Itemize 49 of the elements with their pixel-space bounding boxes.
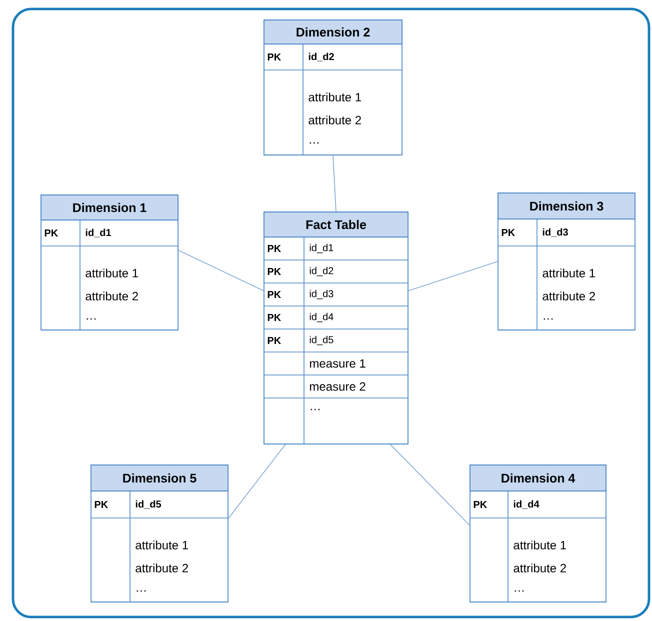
connector-line — [178, 250, 264, 292]
column-name: id_d5 — [136, 500, 162, 509]
column-name: id_d1 — [86, 228, 112, 238]
key-label: PK — [44, 230, 58, 236]
key-label: PK — [268, 337, 281, 344]
column-name: … — [514, 590, 524, 592]
key-label: PK — [268, 245, 281, 252]
column-name: attribute 1 — [514, 540, 566, 550]
column-name: id_d5 — [310, 336, 334, 346]
column-name: … — [544, 318, 553, 320]
column-name: measure 1 — [310, 359, 366, 368]
key-label: PK — [268, 314, 281, 321]
column-name: id_d2 — [308, 52, 334, 62]
column-name: attribute 2 — [514, 564, 566, 572]
connector-line — [332, 155, 336, 212]
column-name: attribute 2 — [136, 564, 188, 572]
column-name: attribute 2 — [542, 292, 595, 300]
key-label: PK — [268, 268, 281, 275]
column-name: … — [86, 318, 96, 320]
column-name: … — [310, 142, 319, 144]
key-label: PK — [502, 229, 516, 236]
column-name: id_d2 — [310, 266, 334, 276]
column-name: … — [310, 408, 320, 410]
column-name: … — [136, 590, 146, 592]
column-name: id_d4 — [310, 312, 334, 322]
key-label: PK — [268, 291, 281, 298]
column-name: attribute 1 — [542, 268, 595, 278]
table-header: Dimension 5 — [90, 464, 228, 492]
column-name: attribute 1 — [308, 92, 361, 102]
column-name: id_d3 — [310, 290, 334, 300]
connector-line — [228, 444, 286, 519]
column-name: attribute 2 — [86, 292, 138, 300]
column-name: measure 2 — [310, 382, 366, 391]
column-name: attribute 2 — [308, 116, 361, 124]
column-name: attribute 1 — [136, 540, 188, 550]
connector-line — [390, 444, 470, 526]
table-header: Dimension 1 — [40, 194, 178, 220]
connector-line — [408, 261, 498, 292]
column-name: attribute 1 — [86, 268, 138, 278]
key-label: PK — [474, 501, 488, 508]
column-name: id_d3 — [542, 228, 568, 237]
column-name: id_d1 — [310, 244, 334, 254]
table-header: Fact Table — [264, 212, 408, 238]
table-header: Dimension 2 — [264, 20, 402, 44]
key-label: PK — [94, 501, 108, 508]
table-header: Dimension 4 — [470, 464, 606, 492]
table-header: Dimension 3 — [498, 192, 636, 220]
column-name: id_d4 — [514, 500, 540, 509]
key-label: PK — [268, 54, 281, 60]
